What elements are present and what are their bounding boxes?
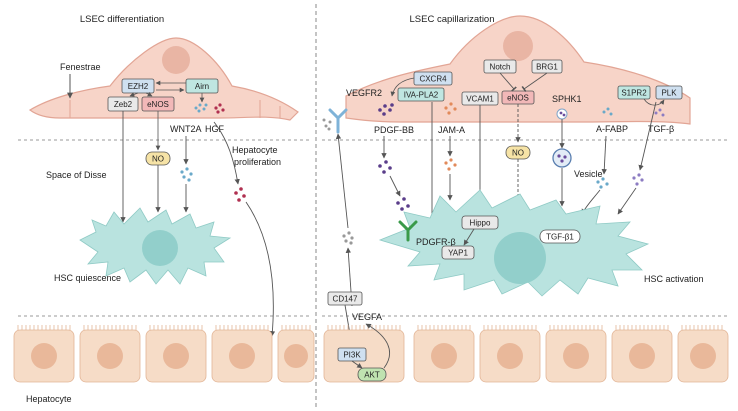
hepatocyte-nucleus (497, 343, 523, 369)
box-iva-pla2: IVA-PLA2 (397, 87, 445, 102)
wnt2a-dots-mid (180, 167, 193, 182)
box-hippo: Hippo (461, 215, 499, 230)
svg-text:Hippo: Hippo (470, 219, 491, 228)
box-plk: PLK (655, 85, 683, 100)
wnt2a-secretion-icon (194, 103, 208, 113)
svg-text:BRG1: BRG1 (536, 63, 558, 72)
box-notch: Notch (483, 59, 517, 74)
pdgf-bb-dots-mid (378, 160, 392, 174)
jam-a-dots-mid (444, 158, 457, 171)
svg-text:VCAM1: VCAM1 (466, 95, 494, 104)
hgf-secretion-icon (214, 103, 225, 114)
svg-text:Airn: Airn (195, 82, 209, 91)
hepatocyte-nucleus (690, 343, 716, 369)
vesicle-label: Vesicle (574, 169, 603, 179)
vesicle-icon (552, 148, 572, 168)
pdgf-bb-dots (378, 103, 394, 116)
svg-text:S1PR2: S1PR2 (621, 89, 647, 98)
box-pi3k: PI3K (337, 347, 367, 362)
svg-text:NO: NO (512, 149, 524, 158)
tgf-beta-dots-mid (632, 173, 644, 186)
box-no-right: NO (505, 145, 531, 160)
box-yap1: YAP1 (441, 245, 475, 260)
hepatocyte-row (13, 325, 729, 383)
fenestrae-label: Fenestrae (60, 62, 101, 72)
lsec-right-nucleus (503, 31, 533, 61)
vesicle-secretion-icon (556, 108, 568, 120)
svg-text:Zeb2: Zeb2 (114, 100, 133, 109)
hepatocyte-nucleus (284, 344, 308, 368)
hsc-quiescent (79, 207, 232, 285)
a-fabp-dots-mid (596, 177, 609, 189)
box-tgf-beta1: TGF-β1 (539, 229, 581, 244)
space-of-disse-label: Space of Disse (46, 170, 107, 180)
hepatocyte-nucleus (629, 343, 655, 369)
svg-text:AKT: AKT (364, 371, 380, 380)
svg-text:PLK: PLK (661, 89, 677, 98)
svg-text:TGF-β1: TGF-β1 (546, 233, 574, 242)
jam-a-dots (444, 102, 457, 115)
svg-text:CXCR4: CXCR4 (419, 75, 447, 84)
sphk1-label: SPHK1 (552, 94, 582, 104)
vegfa-dots-top (322, 118, 332, 131)
vegfr2-receptor-icon (328, 108, 348, 134)
lsec-left-nucleus (162, 46, 190, 74)
hgf-dots-mid (234, 187, 246, 202)
lsec-right (345, 15, 691, 125)
hsc-activated (378, 189, 650, 297)
pdgf-bb-dots-low (396, 197, 410, 211)
wnt2a-label: WNT2A (170, 124, 202, 134)
hepatocyte-proliferation-label-2: proliferation (234, 157, 281, 167)
box-zeb2: Zeb2 (107, 96, 139, 112)
vegfr2-label: VEGFR2 (346, 88, 382, 98)
hgf-label: HGF (205, 124, 225, 134)
jam-a-label: JAM-A (438, 125, 465, 135)
box-s1pr2: S1PR2 (617, 85, 651, 100)
box-brg1: BRG1 (531, 59, 563, 74)
svg-text:IVA-PLA2: IVA-PLA2 (404, 91, 439, 100)
box-cd147: CD147 (327, 291, 363, 306)
svg-text:EZH2: EZH2 (128, 82, 149, 91)
right-panel-title: LSEC capillarization (409, 14, 494, 25)
hepatocyte-nucleus (563, 343, 589, 369)
box-airn: Airn (185, 78, 219, 94)
hsc-activation-label: HSC activation (644, 274, 704, 284)
lsec-left (28, 37, 299, 121)
pdgfr-beta-receptor-icon (398, 220, 418, 242)
vegfa-label: VEGFA (352, 312, 382, 322)
hepatocyte-proliferation-label-1: Hepatocyte (232, 145, 278, 155)
svg-text:Notch: Notch (490, 63, 511, 72)
svg-text:eNOS: eNOS (147, 100, 169, 109)
svg-text:NO: NO (152, 155, 164, 164)
hepatocyte-label: Hepatocyte (26, 394, 72, 404)
box-akt: AKT (357, 367, 387, 382)
pdgfr-beta-label: PDGFR-β (416, 237, 456, 247)
hepatocyte-nucleus (229, 343, 255, 369)
tgf-beta-label: TGF-β (648, 124, 674, 134)
svg-text:PI3K: PI3K (343, 351, 361, 360)
box-cxcr4: CXCR4 (413, 71, 453, 86)
box-enos-right: eNOS (501, 90, 535, 105)
svg-text:eNOS: eNOS (507, 94, 529, 103)
hepatocyte-nucleus (163, 343, 189, 369)
left-panel-title: LSEC differentiation (80, 14, 164, 25)
pdgf-bb-label: PDGF-BB (374, 125, 414, 135)
tgf-beta-secretion-icon (654, 108, 665, 117)
box-vcam1: VCAM1 (461, 91, 499, 106)
hsc-quiescence-label: HSC quiescence (54, 273, 121, 283)
hepatocyte-nucleus (31, 343, 57, 369)
vegfa-dots-mid (342, 231, 354, 245)
box-ezh2: EZH2 (121, 78, 155, 94)
svg-text:YAP1: YAP1 (448, 249, 468, 258)
hepatocyte-nucleus (97, 343, 123, 369)
a-fabp-secretion-icon (602, 107, 613, 116)
a-fabp-label: A-FABP (596, 124, 628, 134)
hepatocyte-nucleus (431, 343, 457, 369)
box-no-left: NO (145, 151, 171, 166)
svg-text:CD147: CD147 (333, 295, 358, 304)
box-enos-left: eNOS (141, 96, 175, 112)
